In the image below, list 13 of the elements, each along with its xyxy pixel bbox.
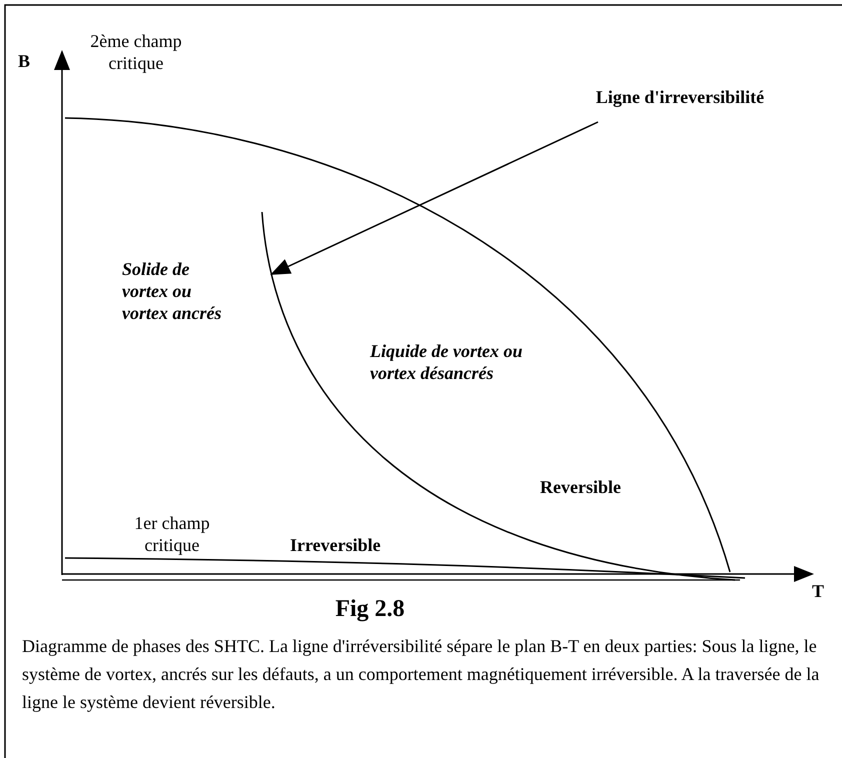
region-label: Reversible [540,476,622,498]
axis-label: T [812,580,826,602]
irreversibility-curve [261,212,736,581]
curve-label: Ligne d'irreversibilité [590,86,770,108]
curve-label: 1er champ critique [133,512,211,556]
curve-label: 2ème champ critique [89,30,183,74]
figure-title: Fig 2.8 [334,595,406,624]
region-label: Solide de vortex ou vortex ancrés [122,258,222,324]
axis-label: B [18,50,32,72]
region-label: Liquide de vortex ou vortex désancrés [370,340,524,384]
leader-line [270,121,598,275]
figure-caption: Diagramme de phases des SHTC. La ligne d'irréversibilité sépare le plan B-T en deux parties: Sous la ligne, le système de vortex, ancrés sur les défauts, a un comportement magnétiquement irréversible. A la traversée de la ligne le système devient réversible. [22,635,820,714]
region-label: Irreversible [290,534,382,556]
